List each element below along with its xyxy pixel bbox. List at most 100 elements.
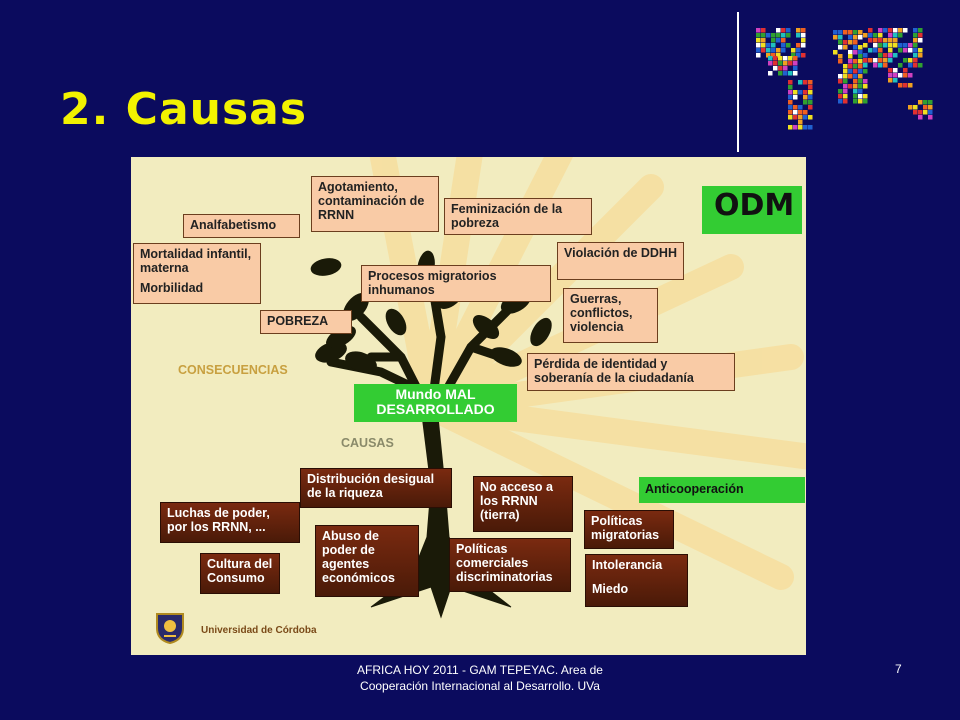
map-tile bbox=[848, 54, 853, 59]
map-tile bbox=[768, 56, 773, 61]
slide-title: 2. Causas bbox=[60, 84, 308, 135]
map-tile bbox=[863, 79, 868, 84]
map-tile bbox=[766, 48, 771, 53]
map-tile bbox=[843, 69, 848, 74]
map-tile bbox=[796, 43, 801, 48]
map-tile bbox=[908, 63, 913, 68]
map-tile bbox=[888, 38, 893, 43]
map-tile bbox=[761, 43, 766, 48]
map-tile bbox=[918, 33, 923, 38]
map-tile bbox=[781, 33, 786, 38]
map-tile bbox=[838, 74, 843, 79]
map-tile bbox=[791, 53, 796, 58]
map-tile bbox=[893, 53, 898, 58]
map-tile bbox=[888, 78, 893, 83]
map-tile bbox=[756, 53, 761, 58]
map-tile bbox=[803, 95, 808, 100]
map-tile bbox=[783, 71, 788, 76]
map-tile bbox=[863, 33, 868, 38]
map-tile bbox=[888, 28, 893, 33]
map-tile bbox=[803, 110, 808, 115]
map-tile bbox=[923, 110, 928, 115]
map-tile bbox=[788, 125, 793, 130]
map-tile bbox=[788, 71, 793, 76]
map-tile bbox=[788, 100, 793, 105]
map-tile bbox=[838, 45, 843, 50]
map-tile bbox=[853, 94, 858, 99]
map-tile bbox=[888, 43, 893, 48]
world-map-icon bbox=[756, 28, 933, 130]
map-tile bbox=[801, 38, 806, 43]
center-box: Mundo MAL DESARROLLADO bbox=[354, 384, 517, 422]
map-tile bbox=[903, 58, 908, 63]
map-tile bbox=[853, 99, 858, 104]
map-tile bbox=[878, 58, 883, 63]
map-tile bbox=[893, 68, 898, 73]
map-tile bbox=[853, 64, 858, 69]
map-tile bbox=[838, 35, 843, 40]
map-tile bbox=[853, 30, 858, 35]
map-tile bbox=[838, 54, 843, 59]
map-tile bbox=[908, 73, 913, 78]
map-tile bbox=[781, 43, 786, 48]
map-tile bbox=[798, 90, 803, 95]
map-tile bbox=[853, 59, 858, 64]
map-tile bbox=[793, 115, 798, 120]
map-tile bbox=[893, 38, 898, 43]
map-tile bbox=[808, 95, 813, 100]
cause-distribucion: Distribución desigual de la riqueza bbox=[300, 468, 452, 508]
footer-text: AFRICA HOY 2011 - GAM TEPEYAC. Area de C… bbox=[357, 663, 603, 693]
consequence-mortalidad: Mortalidad infantil, materna Morbilidad bbox=[133, 243, 261, 304]
intolerancia-text: Intolerancia bbox=[592, 558, 663, 572]
map-tile bbox=[918, 53, 923, 58]
map-tile bbox=[793, 71, 798, 76]
map-tile bbox=[858, 89, 863, 94]
map-tile bbox=[798, 105, 803, 110]
map-tile bbox=[903, 73, 908, 78]
map-tile bbox=[843, 74, 848, 79]
cause-abuso-poder: Abuso de poder de agentes económicos bbox=[315, 525, 419, 597]
map-tile bbox=[853, 40, 858, 45]
map-tile bbox=[913, 33, 918, 38]
map-tile bbox=[898, 48, 903, 53]
map-tile bbox=[843, 40, 848, 45]
map-tile bbox=[858, 64, 863, 69]
map-tile bbox=[908, 105, 913, 110]
map-tile bbox=[928, 105, 933, 110]
map-tile bbox=[878, 48, 883, 53]
map-tile bbox=[776, 28, 781, 33]
map-tile bbox=[783, 61, 788, 66]
consequence-agotamiento: Agotamiento, contaminación de RRNN bbox=[311, 176, 439, 232]
map-tile bbox=[913, 110, 918, 115]
map-tile bbox=[858, 99, 863, 104]
map-tile bbox=[868, 28, 873, 33]
map-tile bbox=[793, 90, 798, 95]
map-tile bbox=[771, 53, 776, 58]
map-tile bbox=[893, 28, 898, 33]
map-tile bbox=[858, 74, 863, 79]
map-tile bbox=[783, 66, 788, 71]
map-tile bbox=[838, 89, 843, 94]
map-tile bbox=[868, 58, 873, 63]
map-tile bbox=[903, 43, 908, 48]
map-tile bbox=[771, 33, 776, 38]
map-tile bbox=[798, 120, 803, 125]
map-tile bbox=[761, 48, 766, 53]
map-tile bbox=[773, 66, 778, 71]
map-tile bbox=[803, 115, 808, 120]
map-tile bbox=[843, 99, 848, 104]
map-tile bbox=[803, 125, 808, 130]
map-tile bbox=[888, 68, 893, 73]
map-tile bbox=[788, 105, 793, 110]
map-tile bbox=[803, 80, 808, 85]
map-tile bbox=[786, 28, 791, 33]
map-tile bbox=[848, 35, 853, 40]
map-tile bbox=[883, 53, 888, 58]
map-tile bbox=[838, 30, 843, 35]
map-tile bbox=[803, 100, 808, 105]
consequence-migratorios: Procesos migratorios inhumanos bbox=[361, 265, 551, 302]
map-tile bbox=[898, 43, 903, 48]
map-tile bbox=[833, 50, 838, 55]
cause-luchas: Luchas de poder, por los RRNN, ... bbox=[160, 502, 300, 543]
label-causas: CAUSAS bbox=[341, 436, 394, 450]
